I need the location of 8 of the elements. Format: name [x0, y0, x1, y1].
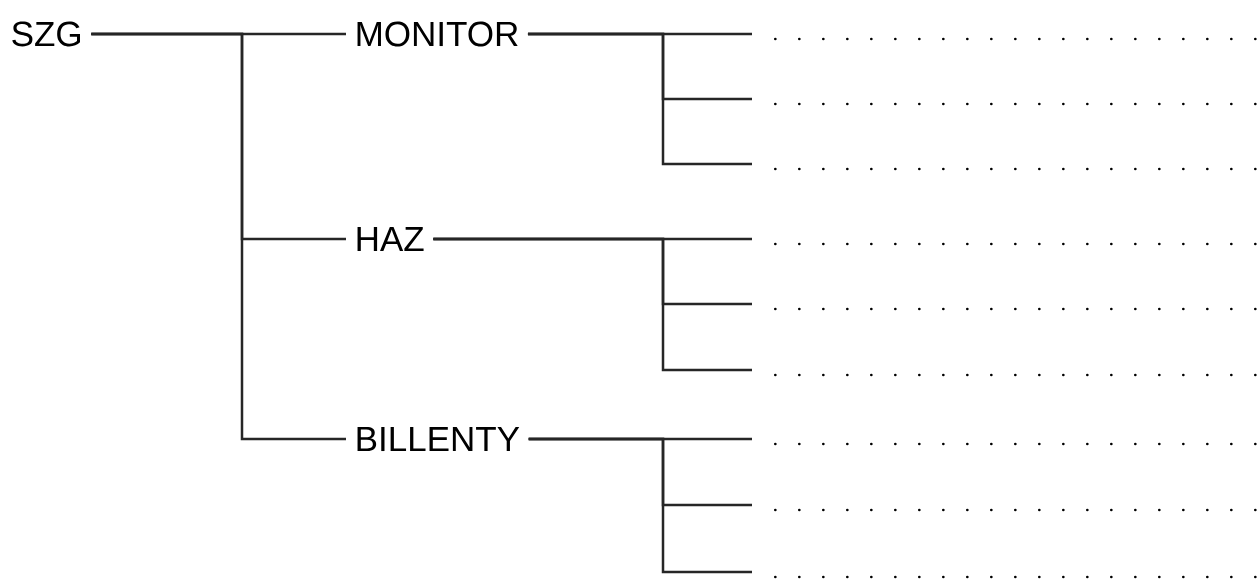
connector-line	[527, 32, 752, 166]
node-label: MONITOR	[357, 21, 518, 47]
connector-line	[91, 32, 346, 441]
node-label: BILLENTY	[357, 426, 520, 452]
connector-line	[433, 237, 752, 372]
node-label: SZG	[12, 21, 80, 47]
connector-line	[528, 437, 752, 574]
node-label: HAZ	[357, 226, 424, 252]
